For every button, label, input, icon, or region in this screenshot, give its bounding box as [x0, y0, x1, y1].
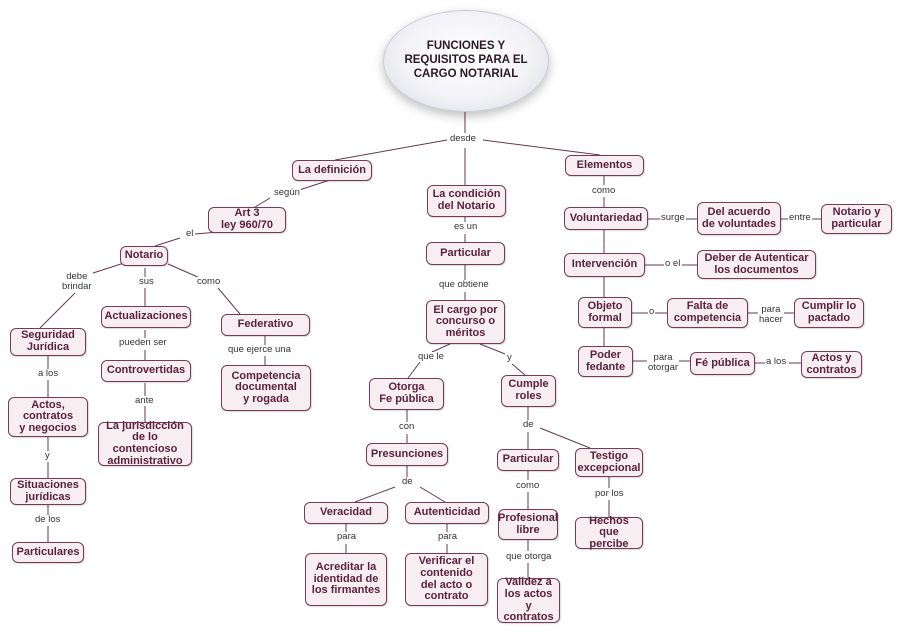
node-actualizaciones: Actualizaciones: [101, 306, 191, 328]
node-fe-publica: Fé pública: [690, 352, 755, 375]
node-particular-rol: Particular: [497, 449, 559, 471]
node-del-acuerdo-de-voluntades: Del acuerdo de voluntades: [697, 202, 781, 235]
link-segun: según: [273, 187, 301, 198]
link-que-ejerce-una: que ejerce una: [227, 344, 292, 355]
link-a-los-2: a los: [765, 356, 788, 367]
node-validez-actos: Validez a los actos y contratos: [497, 577, 560, 623]
node-actos-y-contratos: Actos y contratos: [801, 351, 862, 378]
node-falta-de-competencia: Falta de competencia: [667, 298, 748, 328]
node-el-cargo-por-concurso: El cargo por concurso o méritos: [426, 300, 505, 344]
node-verificar-contenido: Verificar el contenido del acto o contra…: [405, 553, 488, 606]
link-para-autenticidad: para: [437, 531, 459, 542]
node-autenticidad: Autenticidad: [405, 502, 489, 524]
node-hechos-que-percibe: Hechos que percibe: [575, 515, 643, 550]
node-elementos: Elementos: [565, 155, 644, 176]
link-como-profesional: como: [515, 480, 541, 491]
link-como-federativo: como: [196, 276, 222, 287]
link-desde: desde: [449, 133, 477, 144]
link-con: con: [398, 421, 416, 432]
node-veracidad: Veracidad: [304, 502, 388, 524]
link-es-un: es un: [453, 221, 479, 232]
node-poder-fedante: Poder fedante: [578, 346, 633, 377]
link-que-le: que le: [417, 351, 445, 362]
node-controvertidas: Controvertidas: [101, 360, 191, 382]
node-otorga-fe-publica: Otorga Fe pública: [369, 378, 444, 410]
node-particular: Particular: [426, 242, 505, 265]
link-y-1: y: [44, 450, 51, 461]
node-testigo-excepcional: Testigo excepcional: [575, 448, 643, 477]
link-surge: surge: [660, 212, 686, 223]
node-notario: Notario: [120, 246, 168, 266]
node-seguridad-juridica: Seguridad Jurídica: [10, 328, 86, 356]
link-de-roles: de: [522, 419, 535, 430]
node-art3: Art 3 ley 960/70: [208, 207, 286, 233]
link-por-los: por los: [594, 488, 625, 499]
link-entre: entre: [788, 212, 812, 223]
node-acreditar-identidad: Acreditar la identidad de los firmantes: [305, 553, 387, 606]
node-situaciones-juridicas: Situaciones jurídicas: [10, 478, 86, 505]
node-particulares: Particulares: [12, 542, 84, 563]
link-debe-brindar: debe brindar: [61, 271, 93, 292]
link-sus: sus: [138, 276, 155, 287]
link-pueden-ser: pueden ser: [118, 337, 168, 348]
link-y-2: y: [506, 352, 513, 363]
node-cumplir-lo-pactado: Cumplir lo pactado: [794, 298, 864, 328]
node-profesional-libre: Profesional libre: [498, 509, 558, 540]
node-competencia-documental: Competencia documental y rogada: [221, 365, 311, 411]
link-o: o: [648, 306, 656, 317]
link-para-otorgar: para otorgar: [647, 352, 680, 373]
link-para-hacer: para hacer: [758, 304, 784, 325]
node-cumple-roles: Cumple roles: [501, 375, 556, 407]
node-intervencion: Intervención: [564, 253, 645, 277]
node-federativo: Federativo: [221, 314, 310, 336]
link-a-los-1: a los: [37, 368, 60, 379]
node-jurisdiccion: La jurisdicción de lo contencioso admini…: [98, 420, 192, 466]
node-deber-de-autenticar: Deber de Autenticar los documentos: [697, 250, 816, 279]
link-para-veracidad: para: [336, 531, 358, 542]
link-o-el: o el: [664, 258, 682, 269]
root-concept-title: FUNCIONES Y REQUISITOS PARA EL CARGO NOT…: [383, 10, 549, 112]
link-de-los: de los: [34, 514, 62, 525]
node-la-definicion: La definición: [292, 160, 372, 181]
node-la-condicion-del-notario: La condición del Notario: [427, 185, 506, 217]
node-voluntariedad: Voluntariedad: [564, 207, 648, 230]
link-el: el: [185, 228, 195, 239]
node-presunciones: Presunciones: [366, 443, 448, 466]
link-que-otorga: que otorga: [505, 551, 553, 562]
node-objeto-formal: Objeto formal: [578, 297, 632, 328]
node-actos-contratos-negocios: Actos, contratos y negocios: [8, 397, 88, 437]
link-de-presunciones: de: [401, 476, 414, 487]
node-notario-y-particular: Notario y particular: [821, 204, 892, 234]
link-como-elementos: como: [591, 185, 617, 196]
link-ante: ante: [134, 395, 155, 406]
link-que-obtiene: que obtiene: [438, 279, 490, 290]
